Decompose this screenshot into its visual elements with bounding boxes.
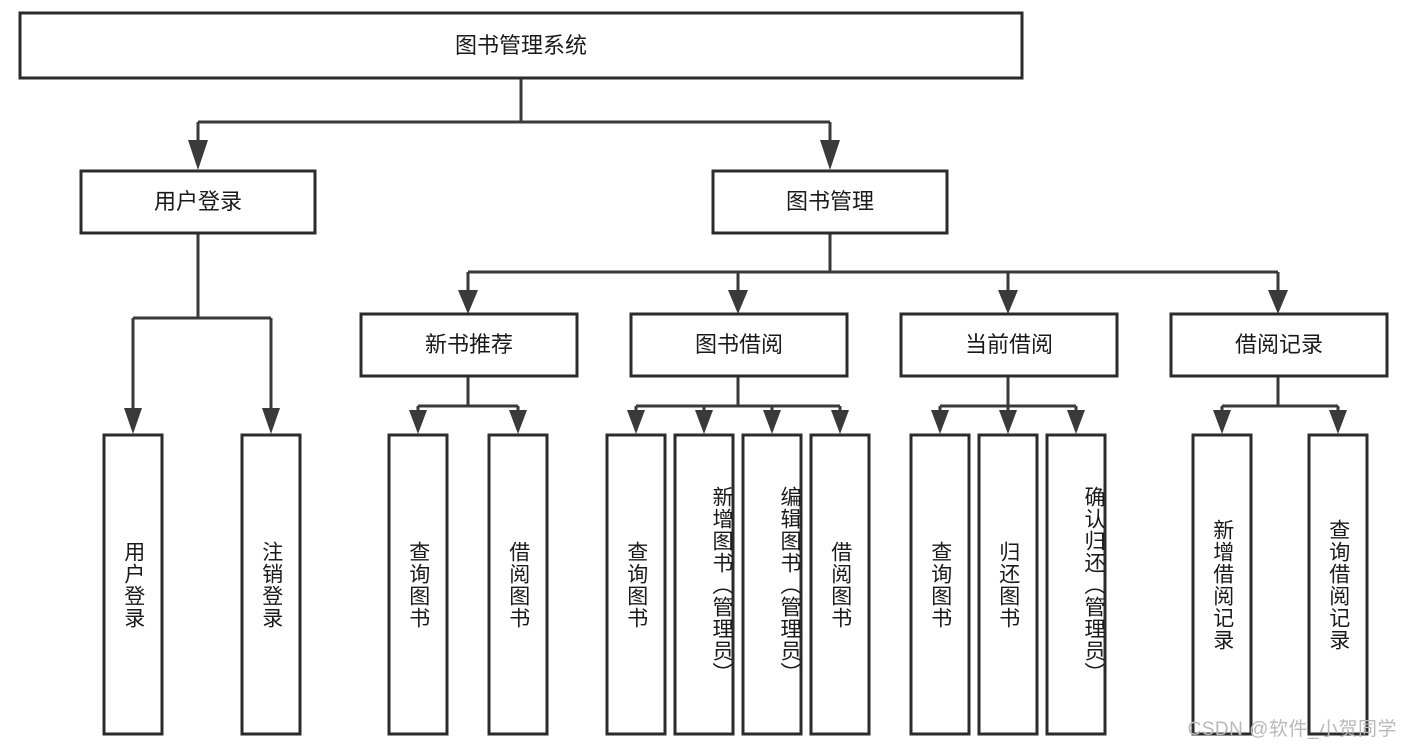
node-book-borrow-box[interactable] (629, 312, 849, 378)
node-leaf-query-record-box[interactable] (1307, 433, 1369, 736)
csdn-watermark: CSDN @软件_小贺同学 (1187, 719, 1397, 740)
arrowhead-to-leaf-logout-login (262, 408, 280, 434)
node-current-borrow-box[interactable] (899, 312, 1119, 378)
node-leaf-user-login-box[interactable] (102, 433, 164, 736)
node-leaf-return-book-box[interactable] (977, 433, 1039, 736)
arrowhead-to-leaf-query-book-1 (409, 410, 427, 434)
arrowhead-to-leaf-query-book-3 (931, 410, 949, 434)
node-leaf-confirm-return-box[interactable] (1045, 433, 1107, 736)
node-root-label: 图书管理系统 (455, 33, 587, 58)
arrowhead-to-current-borrow (998, 290, 1018, 314)
node-leaf-edit-book-box[interactable] (741, 433, 803, 736)
arrowhead-to-leaf-borrow-book-1 (509, 410, 527, 434)
node-leaf-query-book-3-box[interactable] (909, 433, 971, 736)
arrowhead-layer (124, 140, 1347, 434)
arrowhead-to-leaf-add-book (695, 410, 713, 434)
node-leaf-add-book-box[interactable] (673, 433, 735, 736)
node-leaf-query-book-1-box[interactable] (387, 433, 449, 736)
arrowhead-to-book-borrow (728, 290, 748, 314)
arrowhead-to-leaf-add-record (1213, 410, 1231, 434)
arrowhead-to-leaf-return-book (999, 410, 1017, 434)
arrowhead-to-new-book-recommend (458, 290, 478, 314)
node-root-box[interactable] (18, 11, 1024, 80)
node-book-management-box[interactable] (711, 169, 949, 235)
node-borrow-record-box[interactable] (1169, 312, 1389, 378)
node-new-book-recommend-box[interactable] (359, 312, 579, 378)
arrowhead-to-leaf-edit-book (763, 410, 781, 434)
node-user-login-box[interactable] (79, 169, 317, 235)
node-current-borrow-label: 当前借阅 (965, 332, 1053, 357)
connector-layer (131, 79, 1340, 410)
node-layer: 图书管理系统 用户登录 图书管理 新书推荐 图书借阅 当前借阅 借阅记录 (18, 11, 1389, 736)
arrowhead-to-borrow-record (1268, 290, 1288, 314)
arrowhead-to-leaf-confirm-return (1067, 410, 1085, 434)
node-new-book-recommend-label: 新书推荐 (425, 332, 513, 357)
arrowhead-to-leaf-user-login (124, 408, 142, 434)
node-book-management-label: 图书管理 (786, 189, 874, 214)
node-user-login-label: 用户登录 (154, 189, 242, 214)
node-leaf-borrow-book-2-box[interactable] (809, 433, 871, 736)
arrowhead-to-leaf-borrow-book-2 (831, 410, 849, 434)
node-leaf-borrow-book-1-box[interactable] (487, 433, 549, 736)
node-leaf-query-book-2-box[interactable] (605, 433, 667, 736)
arrowhead-to-leaf-query-book-2 (627, 410, 645, 434)
arrowhead-to-user-login (188, 140, 208, 170)
node-leaf-logout-login-box[interactable] (240, 433, 302, 736)
node-leaf-add-record-box[interactable] (1191, 433, 1253, 736)
node-book-borrow-label: 图书借阅 (695, 332, 783, 357)
arrowhead-to-leaf-query-record (1329, 410, 1347, 434)
arrowhead-to-book-management (820, 140, 840, 170)
node-borrow-record-label: 借阅记录 (1235, 332, 1323, 357)
